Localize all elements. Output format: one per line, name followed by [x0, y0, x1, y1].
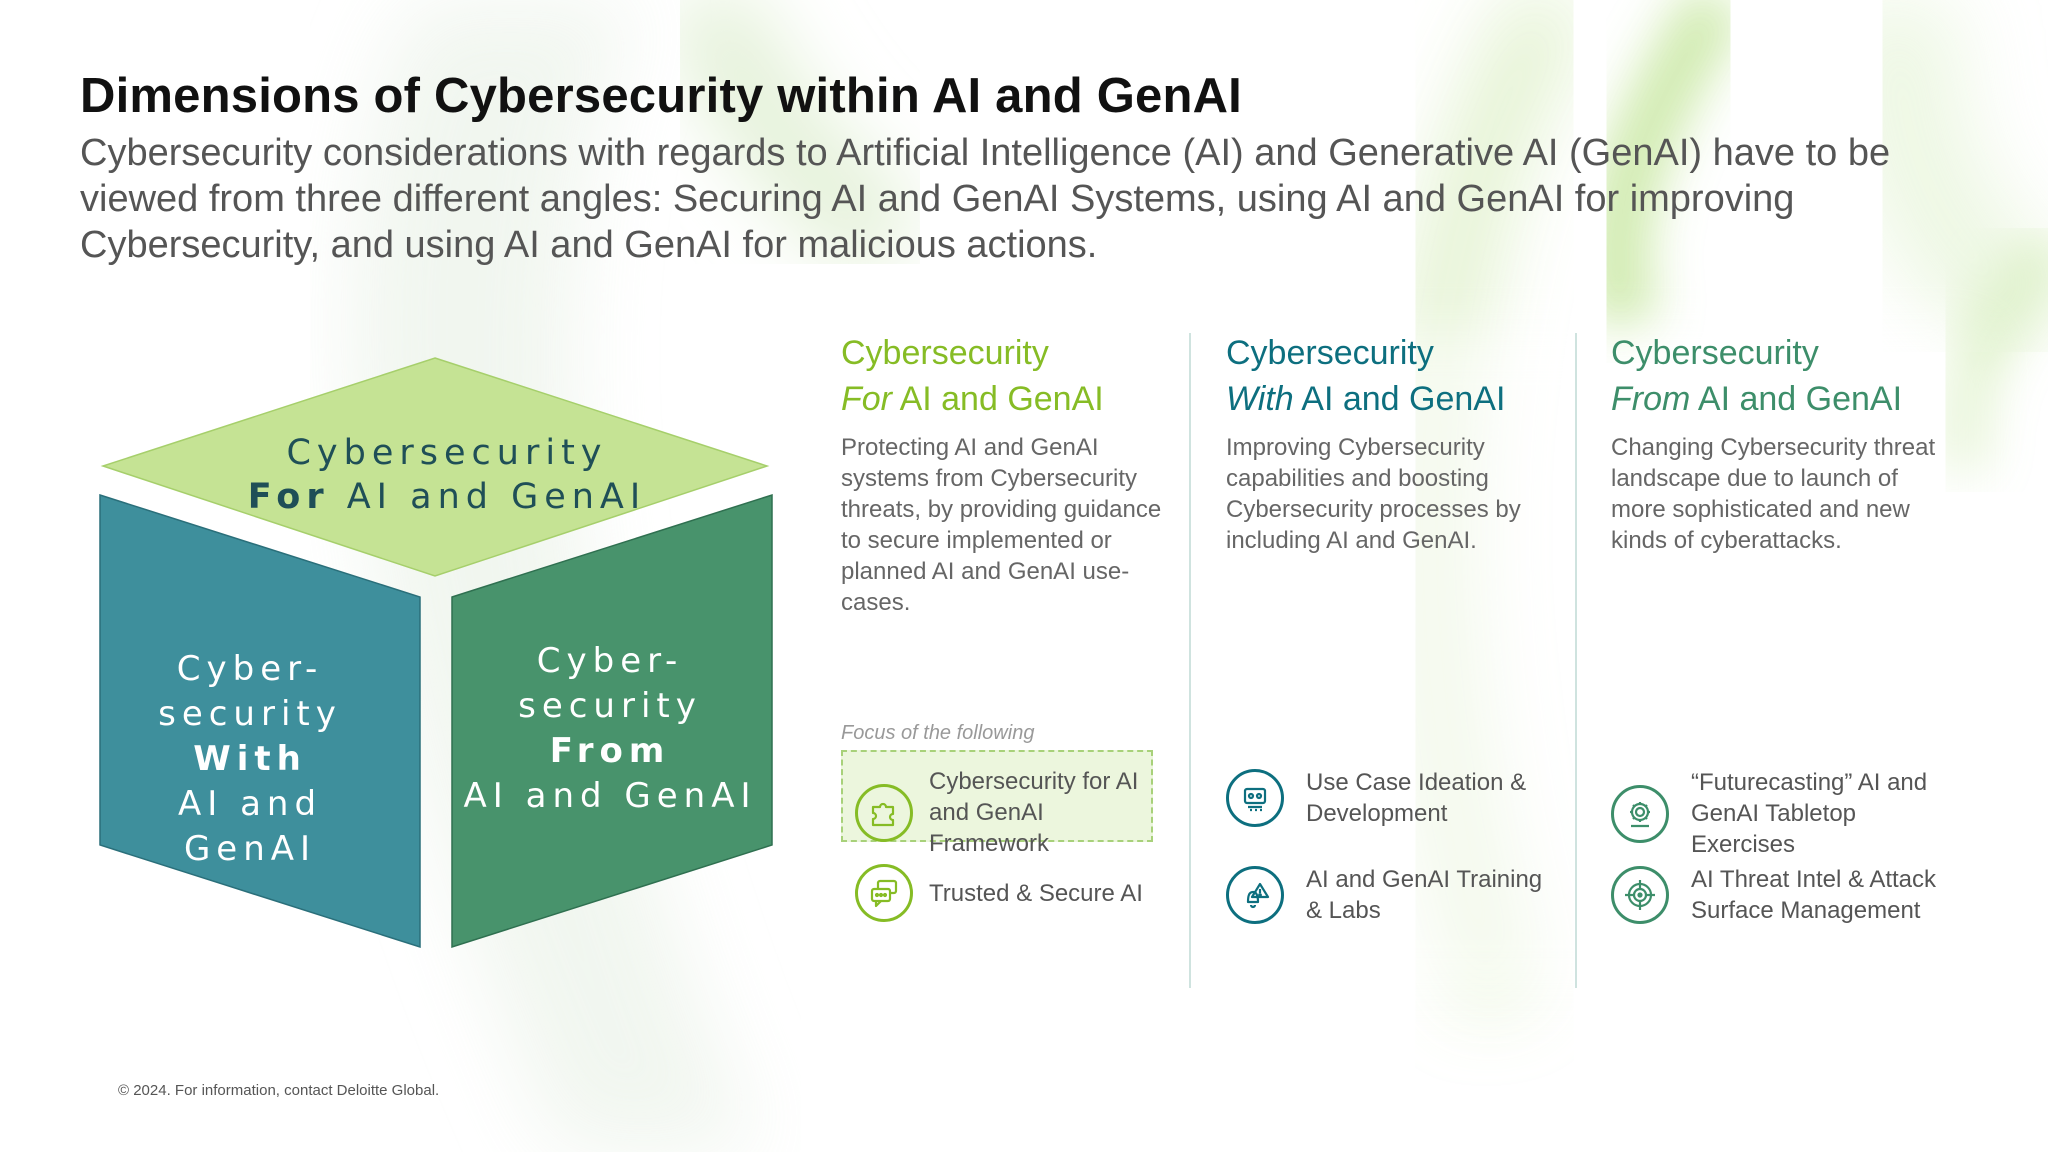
- column-description: Protecting AI and GenAI systems from Cyb…: [841, 434, 1162, 616]
- item-label: Trusted & Secure AI: [929, 879, 1143, 907]
- column-title-line1: Cybersecurity: [1226, 334, 1434, 372]
- column-divider: [1575, 333, 1577, 988]
- column-divider: [1189, 333, 1191, 988]
- column-with: Cybersecurity With AI and GenAI Improvin…: [1226, 330, 1566, 556]
- item-training[interactable]: AI and GenAI Training & Labs: [1226, 864, 1546, 926]
- column-title-line1: Cybersecurity: [1611, 334, 1819, 372]
- cube-top-face: [100, 357, 770, 577]
- item-futurecasting[interactable]: “Futurecasting” AI and GenAI Tabletop Ex…: [1611, 767, 1951, 860]
- item-threat-intel[interactable]: AI Threat Intel & Attack Surface Managem…: [1611, 864, 1951, 926]
- cube-top-line2: For AI and GenAI: [248, 477, 646, 517]
- cube-top-bold: For: [248, 477, 330, 517]
- item-label: AI and GenAI Training & Labs: [1306, 866, 1543, 924]
- chat-icon: [855, 864, 913, 922]
- item-label: Cybersecurity for AI and GenAI Framework: [929, 768, 1139, 857]
- focus-label: Focus of the following: [841, 722, 1035, 744]
- column-title-line1: Cybersecurity: [841, 334, 1049, 372]
- puzzle-icon: [855, 783, 913, 842]
- cube-left-line4: AI and: [178, 784, 322, 824]
- column-title: Cybersecurity For AI and GenAI: [841, 330, 1181, 422]
- alert-bell-icon: [1226, 866, 1284, 924]
- cube-right-bold: From: [550, 731, 671, 771]
- column-description: Improving Cybersecurity capabilities and…: [1226, 434, 1521, 554]
- column-title: Cybersecurity With AI and GenAI: [1226, 330, 1566, 422]
- item-label: “Futurecasting” AI and GenAI Tabletop Ex…: [1691, 769, 1928, 858]
- column-title-em: With: [1226, 380, 1294, 418]
- column-title-em: For: [841, 380, 892, 418]
- cube-top-rest: AI and GenAI: [347, 477, 646, 517]
- cube-right-face: [451, 493, 773, 949]
- column-title-em: From: [1611, 380, 1691, 418]
- cube-left-line1: Cyber-: [177, 649, 323, 689]
- cube-diagram: Cybersecurity For AI and GenAI Cyber- se…: [99, 357, 773, 949]
- column-title-rest: AI and GenAI: [892, 380, 1104, 418]
- column-title: Cybersecurity From AI and GenAI: [1611, 330, 1951, 422]
- cube-right-line4: AI and GenAI: [464, 776, 757, 816]
- item-trusted-secure[interactable]: Trusted & Secure AI: [855, 864, 1143, 922]
- item-use-case[interactable]: Use Case Ideation & Development: [1226, 767, 1536, 829]
- page-title: Dimensions of Cybersecurity within AI an…: [80, 69, 1243, 123]
- gear-icon: [1611, 784, 1669, 843]
- cube-left-line5: GenAI: [184, 829, 316, 869]
- item-framework[interactable]: Cybersecurity for AI and GenAI Framework: [855, 766, 1155, 859]
- cube-top-line1: Cybersecurity: [286, 433, 607, 473]
- cube-left-face: [99, 493, 421, 949]
- cube-right-line2: security: [518, 686, 702, 726]
- column-for: Cybersecurity For AI and GenAI Protectin…: [841, 330, 1181, 618]
- column-from: Cybersecurity From AI and GenAI Changing…: [1611, 330, 1951, 556]
- footer-copyright: © 2024. For information, contact Deloitt…: [118, 1082, 440, 1099]
- cube-right-line1: Cyber-: [537, 641, 683, 681]
- cube-left-bold: With: [193, 739, 307, 779]
- item-label: Use Case Ideation & Development: [1306, 769, 1527, 827]
- target-icon: [1611, 866, 1669, 924]
- item-label: AI Threat Intel & Attack Surface Managem…: [1691, 866, 1937, 924]
- robot-icon: [1226, 769, 1284, 827]
- column-description: Changing Cybersecurity threat landscape …: [1611, 434, 1936, 554]
- column-title-rest: AI and GenAI: [1293, 380, 1506, 418]
- column-title-rest: AI and GenAI: [1690, 380, 1903, 418]
- page-subtitle: Cybersecurity considerations with regard…: [80, 132, 1891, 266]
- cube-left-line2: security: [158, 694, 342, 734]
